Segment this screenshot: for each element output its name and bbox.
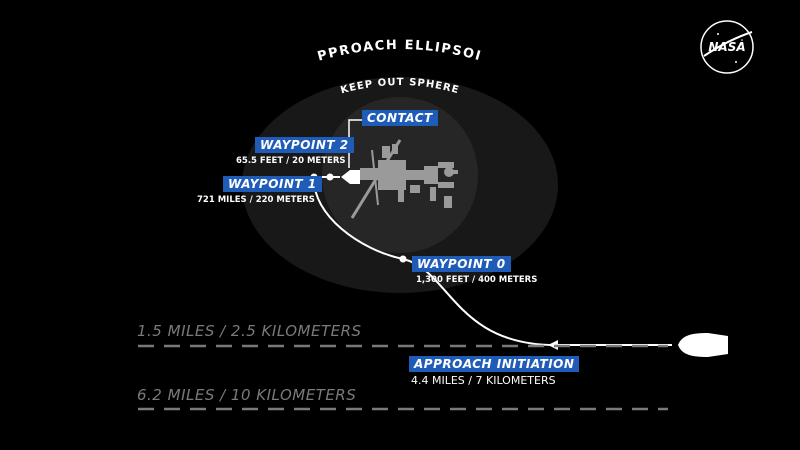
waypoint0-distance: 1,300 FEET / 400 METERS (416, 275, 538, 285)
nasa-meatball-icon: NASA (700, 20, 754, 74)
waypoint1-label: WAYPOINT 1 (223, 176, 322, 192)
capsule-icon-start (678, 333, 728, 357)
approach-initiation-label: APPROACH INITIATION (409, 356, 580, 372)
waypoint1-distance: 721 MILES / 220 METERS (197, 195, 315, 205)
waypoint2-label: WAYPOINT 2 (255, 137, 354, 153)
nasa-logo: NASA (698, 18, 756, 76)
approach-trajectory (312, 176, 556, 346)
nasa-logo-text: NASA (708, 40, 745, 54)
contact-label: CONTACT (362, 110, 438, 126)
space-station-icon (350, 139, 458, 219)
approach-initiation-distance: 4.4 MILES / 7 KILOMETERS (411, 374, 556, 387)
waypoint2-dot (326, 173, 334, 181)
waypoint2-distance: 65.5 FEET / 20 METERS (236, 156, 346, 166)
approach-ellipsoid-label: APPROACH ELLIPSOID (0, 0, 483, 65)
direction-arrow-icon (548, 340, 558, 350)
range-label-outer: 6.2 MILES / 10 KILOMETERS (137, 386, 357, 404)
range-label-inner: 1.5 MILES / 2.5 KILOMETERS (137, 322, 362, 340)
capsule-icon-near (341, 170, 360, 184)
waypoint0-label: WAYPOINT 0 (412, 256, 511, 272)
waypoint0-dot (399, 255, 407, 263)
